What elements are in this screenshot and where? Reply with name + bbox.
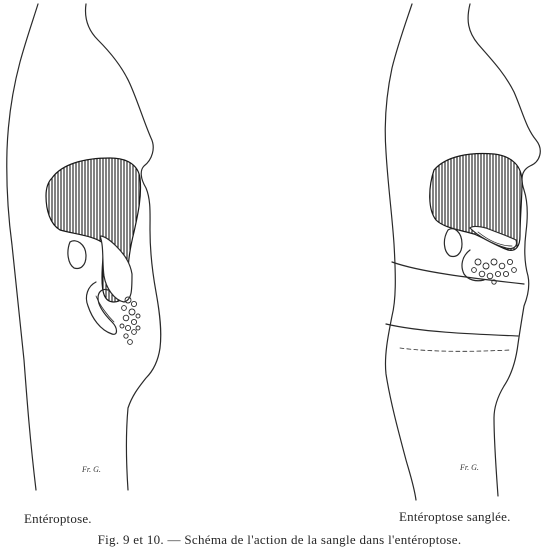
right-signature: Fr. G.: [459, 463, 479, 472]
left-intestines: [120, 297, 140, 344]
right-stomach: [430, 154, 522, 251]
right-figure-label: Entéroptose sanglée.: [399, 509, 511, 525]
right-belt-lower-edge: [386, 324, 518, 336]
right-back-outline: [385, 4, 416, 500]
figure-caption: Fig. 9 et 10. — Schéma de l'action de la…: [0, 532, 559, 548]
left-small-organ: [68, 241, 86, 269]
right-belt-upper-edge: [392, 262, 524, 284]
left-signature: Fr. G.: [81, 465, 101, 474]
left-figure-label: Entéroptose.: [24, 511, 92, 527]
right-front-outline: [468, 4, 540, 496]
left-figure: Fr. G.: [7, 4, 161, 490]
right-figure: Fr. G.: [385, 4, 540, 500]
left-back-outline: [7, 4, 38, 490]
right-small-organ: [444, 229, 462, 257]
right-belt-dashed-band: [400, 348, 510, 351]
